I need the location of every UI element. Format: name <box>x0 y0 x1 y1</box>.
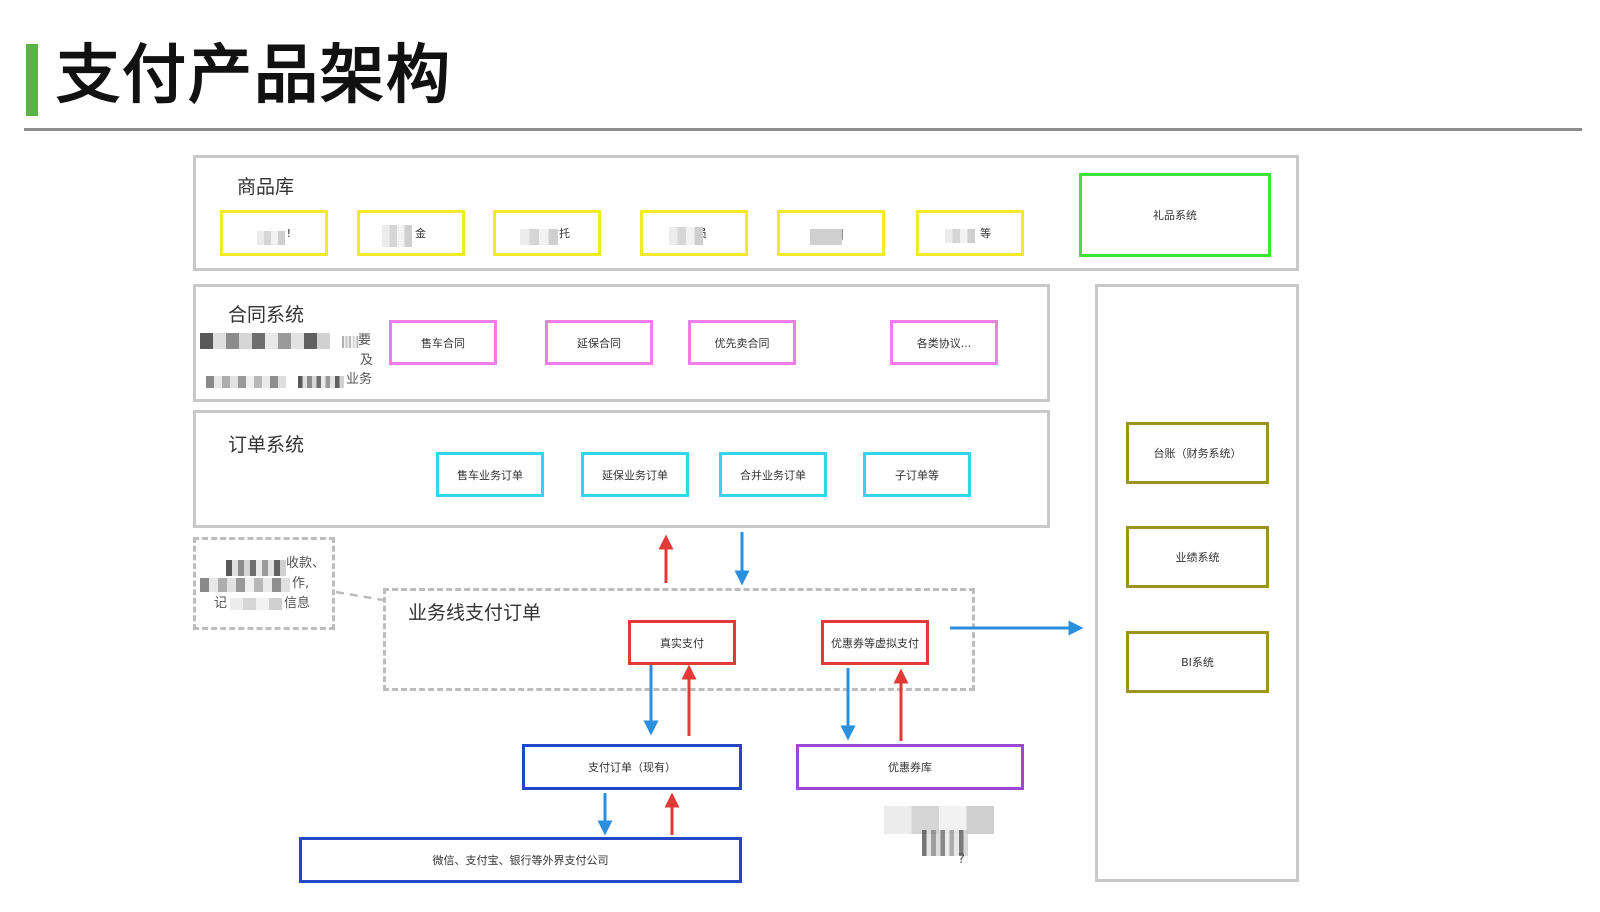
left-note-line-1: 收款、 <box>286 556 326 571</box>
contract-item-warranty: 延保合同 <box>545 320 653 365</box>
redacted-note-line-2 <box>200 578 290 592</box>
left-note-line-3b: 信息 <box>284 596 311 611</box>
note-connector-line <box>335 590 384 602</box>
redacted-text <box>810 229 842 245</box>
redacted-coupon-note-dark <box>922 830 968 856</box>
redacted-text <box>520 229 558 245</box>
redacted-text <box>669 227 703 245</box>
performance-system: 业绩系统 <box>1126 526 1269 588</box>
product-item-6: 等 <box>916 210 1024 256</box>
redacted-note-line-3a <box>206 376 286 388</box>
left-note-line-2: 作, <box>292 576 310 591</box>
contract-item-priority-sale: 优先卖合同 <box>688 320 796 365</box>
product-item-label: 托 <box>559 227 570 240</box>
redacted-text <box>945 229 975 243</box>
redacted-note-line-1 <box>200 333 330 349</box>
external-payment-companies-box: 微信、支付宝、银行等外界支付公司 <box>299 837 742 883</box>
contract-item-car-sale: 售车合同 <box>389 320 497 365</box>
product-item-5: | <box>777 210 885 256</box>
business-pay-order-label: 业务线支付订单 <box>408 602 542 624</box>
product-item-4: 员 <box>640 210 748 256</box>
bi-system: BI系统 <box>1126 631 1269 693</box>
left-note-line-3: 记 <box>214 596 228 611</box>
order-system-label: 订单系统 <box>228 434 305 456</box>
coupon-library-box: 优惠券库 <box>796 744 1024 790</box>
business-pay-order-area <box>383 588 975 691</box>
redacted-coupon-note <box>884 806 994 834</box>
left-note-box <box>193 537 335 630</box>
coupon-note-fragment: ? <box>958 852 965 867</box>
order-item-merged: 合并业务订单 <box>719 452 827 497</box>
order-item-warranty: 延保业务订单 <box>581 452 689 497</box>
gift-system-box: 礼品系统 <box>1079 173 1271 257</box>
redacted-note-line-1 <box>226 560 286 576</box>
redacted-note-line-3b <box>298 376 344 388</box>
contract-note-fragment-2: 及 <box>360 353 374 368</box>
redacted-note-line-3 <box>230 598 282 610</box>
redacted-text <box>257 231 285 245</box>
order-item-car-sale: 售车业务订单 <box>436 452 544 497</box>
product-item-2: 金 <box>357 210 465 256</box>
page-title: 支付产品架构 <box>56 39 452 113</box>
real-payment-box: 真实支付 <box>628 620 736 665</box>
contract-item-agreements: 各类协议... <box>890 320 998 365</box>
payment-order-box: 支付订单（现有） <box>522 744 742 790</box>
contract-note-fragment-1: 要 <box>358 333 372 348</box>
product-item-label: | <box>840 226 844 240</box>
contract-system-label: 合同系统 <box>228 304 305 326</box>
order-item-sub-order: 子订单等 <box>863 452 971 497</box>
product-item-3: 托 <box>493 210 601 256</box>
virtual-payment-box: 优惠券等虚拟支付 <box>821 620 929 665</box>
product-item-label: ! <box>286 226 291 240</box>
ledger-finance-system: 台账（财务系统） <box>1126 422 1269 484</box>
title-accent-bar <box>26 44 38 116</box>
product-item-label: 金 <box>415 227 426 240</box>
redacted-note-piece <box>342 336 360 348</box>
product-item-1: ! <box>220 210 328 256</box>
contract-note-fragment-3: 业务 <box>346 372 373 387</box>
product-library-label: 商品库 <box>237 176 295 198</box>
title-divider <box>24 128 1582 131</box>
product-item-label: 等 <box>980 227 991 240</box>
redacted-text <box>382 225 412 247</box>
